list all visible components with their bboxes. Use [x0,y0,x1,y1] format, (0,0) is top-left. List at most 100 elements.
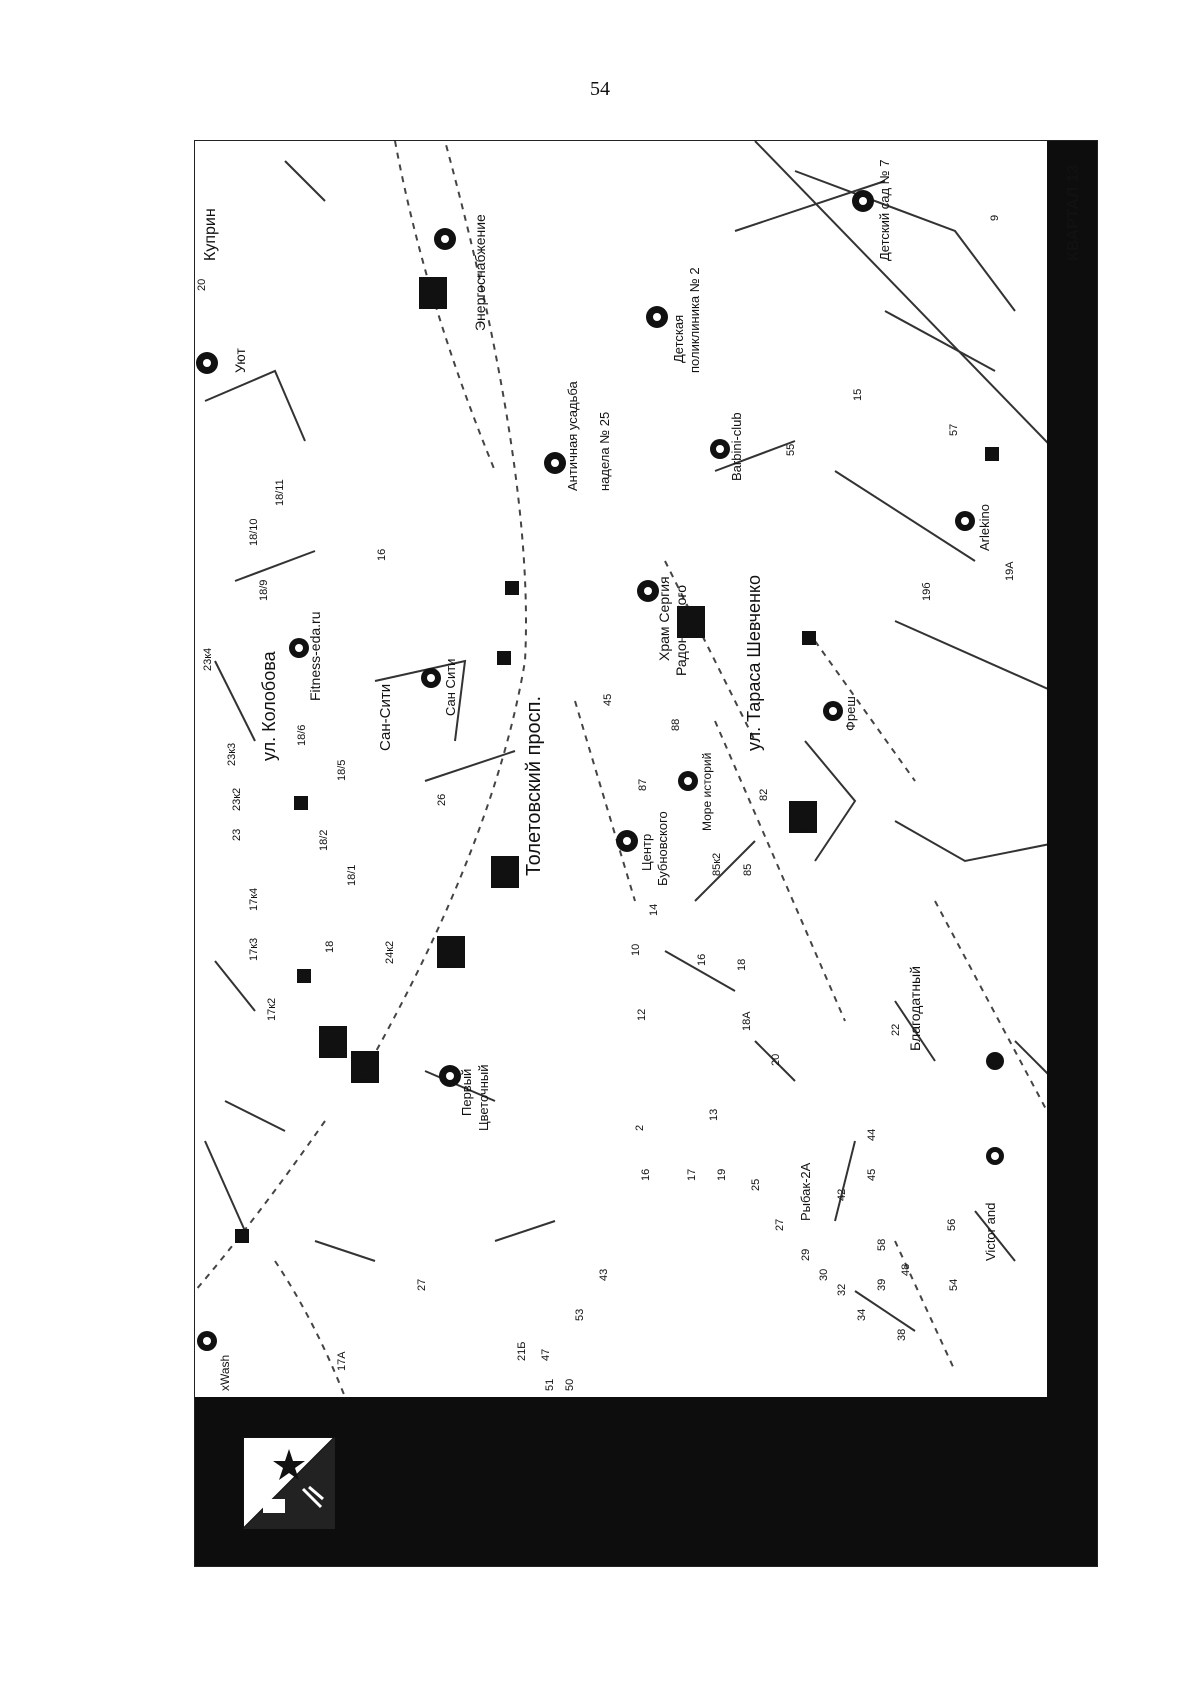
building-outlines [204,141,1077,1332]
marker-label: 105 [797,828,809,835]
location-pin-icon[interactable] [710,439,730,459]
house-number: 85 [742,864,754,876]
poi-layer: Уют Энергоснабжение Fitness-eda.ru Сан-С… [196,160,1004,1391]
bus-stop-icon[interactable] [235,447,999,1243]
house-number: 17к2 [266,998,278,1021]
house-number: 23к4 [202,648,214,671]
quarter-title: КВАРТАЛ 13 [1065,164,1082,261]
house-number: 53 [574,1309,586,1321]
location-pin-icon[interactable] [197,1331,217,1351]
camera-marker[interactable] [789,801,817,833]
street-map[interactable]: ул. Колобова Толетовский просп. ул. Тара… [195,141,1097,1566]
poi-label-victor: Victor and [983,1203,998,1261]
location-pin-icon[interactable] [986,1052,1004,1070]
house-number: 42 [836,1189,848,1201]
house-number: 38 [896,1329,908,1341]
house-number: 44 [866,1129,878,1141]
house-number: 54 [948,1279,960,1291]
house-number: 50 [564,1379,576,1391]
house-number: 34 [856,1309,868,1321]
camera-marker[interactable] [491,856,519,888]
poi-label-temple: Храм Сергия [656,576,672,661]
location-pin-icon[interactable] [196,352,218,374]
house-number: 17к3 [248,938,260,961]
marker-label: 5010 [683,633,699,640]
house-number: 82 [758,789,770,801]
poi-label-fresh: Фреш [843,696,858,731]
location-pin-icon[interactable] [289,638,309,658]
street-label-kolobova: ул. Колобова [259,650,279,761]
house-number: 17А [336,1351,348,1371]
house-number: 18/5 [336,760,348,781]
camera-marker[interactable] [351,1051,379,1083]
location-pin-icon[interactable] [637,580,659,602]
house-number: 2 [634,1125,646,1131]
house-number: 10 [630,944,642,956]
poi-label-antique-2: надела № 25 [597,412,612,491]
location-pin-icon[interactable] [646,306,668,328]
location-pin-icon[interactable] [421,668,441,688]
street-label-kuprin: Куприн [202,208,219,261]
location-pin-icon[interactable] [439,1065,461,1087]
poi-label-energo: Энергоснабжение [472,214,488,331]
marker-label: 5022 [425,304,441,311]
poi-label-fitness: Fitness-eda.ru [307,612,323,701]
emblem-icon [243,1437,335,1529]
house-number: 14 [648,904,660,916]
poi-label-center: Центр [639,834,654,871]
poi-label-rybak: Рыбак-2А [798,1162,813,1221]
marker-label: 5076 [443,963,459,970]
location-pin-icon[interactable] [544,452,566,474]
marker-label: 5260 [325,1053,341,1060]
road-lines [195,141,1096,1398]
camera-marker[interactable] [677,606,705,638]
house-number: 47 [540,1349,552,1361]
map-frame[interactable]: ул. Колобова Толетовский просп. ул. Тара… [194,140,1098,1567]
poi-label-antique: Античная усадьба [565,381,580,491]
house-number: 18 [736,959,748,971]
house-number: 26 [436,794,448,806]
poi-label-center-2: Бубновского [655,811,670,886]
location-pin-icon[interactable] [678,771,698,791]
location-pin-icon[interactable] [616,830,638,852]
street-label-shevchenko: ул. Тараса Шевченко [744,575,764,751]
camera-marker[interactable] [319,1026,347,1058]
house-number: 32 [836,1284,848,1296]
page-number: 54 [590,78,610,100]
house-number: 18/1 [346,865,358,886]
marker-layer: 5022 5076 5028 5010 5260 2022 105 [319,277,817,1085]
house-number: 17 [686,1169,698,1181]
house-number: 15 [852,389,864,401]
house-number: 17к4 [248,888,260,911]
house-number: 39 [876,1279,888,1291]
location-pin-icon[interactable] [823,701,843,721]
location-pin-icon[interactable] [852,190,874,212]
poi-label-pervy: Первый [459,1069,474,1116]
poi-label-uyut: Уют [232,348,248,373]
poi-label-kindergarten: Детский сад № 7 [877,160,892,261]
location-pin-icon[interactable] [955,511,975,531]
marker-label: 2022 [357,1078,373,1085]
house-number: 24к2 [384,941,396,964]
location-pin-icon[interactable] [986,1147,1004,1165]
marker-label: 5028 [497,883,513,890]
house-number: 16 [696,954,708,966]
house-number: 19А [1004,561,1016,581]
house-number: 25 [750,1179,762,1191]
camera-marker[interactable] [419,277,447,309]
house-number: 16 [376,549,388,561]
house-number: 19б [921,582,933,601]
house-number: 23 [231,829,243,841]
poi-label-san-city-2: Сан Сити [443,659,458,716]
house-number: 18 [324,941,336,953]
house-number: 18/6 [296,725,308,746]
house-number: 45 [602,694,614,706]
location-pin-icon[interactable] [434,228,456,250]
camera-marker[interactable] [437,936,465,968]
poi-label-pervy-2: Цветочный [476,1065,491,1132]
house-number: 21Б [516,1342,528,1361]
poi-label-arlekino: Arlekino [977,504,992,551]
house-number: 51 [544,1379,556,1391]
house-number: 48 [900,1264,912,1276]
house-number: 88 [670,719,682,731]
